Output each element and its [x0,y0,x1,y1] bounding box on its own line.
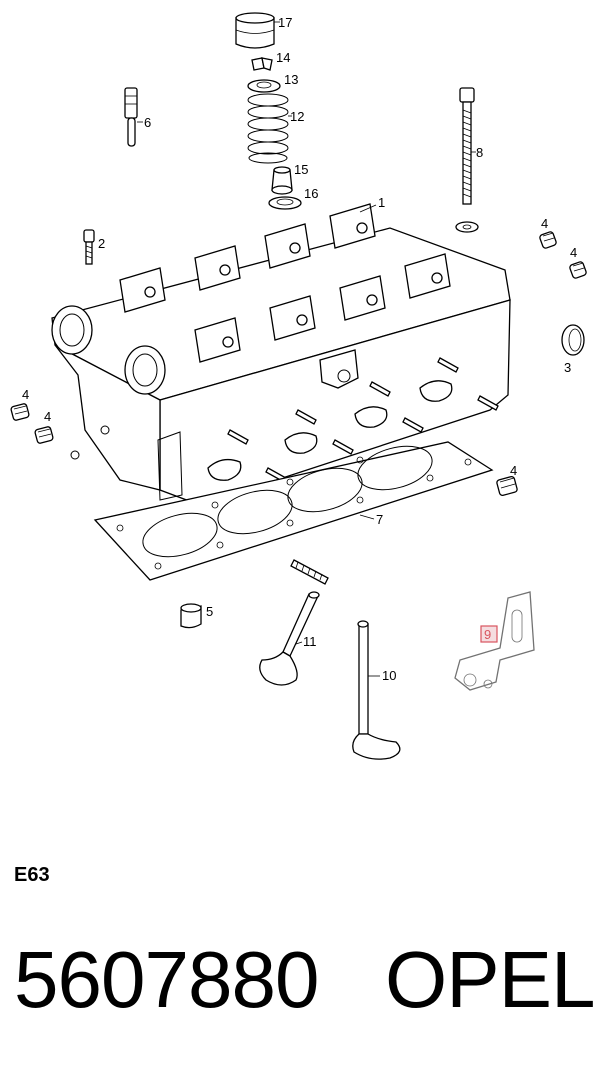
label-6: 6 [144,115,151,130]
label-8: 8 [476,145,483,160]
label-10: 10 [382,668,396,683]
label-13: 13 [284,72,298,87]
part-10-exhaust-valve[interactable] [352,620,401,760]
part-16-spring-seat[interactable] [268,196,302,210]
part-5-dowel[interactable] [180,603,202,629]
part-12-valve-spring[interactable] [247,93,289,164]
label-14: 14 [276,50,290,65]
part-2-bolt[interactable] [83,229,95,265]
part-8-head-bolt[interactable] [455,87,479,233]
section-code: E63 [14,864,50,886]
part-14-keepers[interactable] [251,57,273,71]
label-17: 17 [278,15,292,30]
part-13-retainer[interactable] [247,79,281,93]
part-4-plug-e[interactable] [496,475,518,497]
label-5: 5 [206,604,213,619]
part-11-intake-valve[interactable] [259,591,320,686]
part-1-cylinder-head[interactable] [51,203,511,506]
part-number: 5607880 [14,935,319,1024]
label-11: 11 [303,634,317,649]
part-4-plug-b[interactable] [569,261,587,279]
label-9: 9 [484,627,491,642]
label-16: 16 [304,186,318,201]
part-15-stem-seal[interactable] [271,166,293,195]
part-4-plug-c[interactable] [10,403,30,421]
label-3: 3 [564,360,571,375]
label-1: 1 [378,195,385,210]
highlight-box-9 [480,625,498,643]
label-12: 12 [290,109,304,124]
exploded-parts-diagram: 17 14 13 12 15 16 6 [10,12,587,760]
part-6-sensor[interactable] [124,87,138,147]
label-4c: 4 [22,387,29,402]
label-4b: 4 [570,245,577,260]
stud [290,559,329,585]
label-4d: 4 [44,409,51,424]
brand-name: OPEL [385,935,595,1024]
part-4-plug-d[interactable] [34,426,54,444]
label-2: 2 [98,236,105,251]
part-4-plug-a[interactable] [539,231,557,249]
part-7-head-gasket[interactable] [93,439,494,581]
part-9-bracket[interactable] [454,591,535,691]
label-4a: 4 [541,216,548,231]
part-3-cap[interactable] [561,324,585,356]
label-4e: 4 [510,463,517,478]
label-7: 7 [376,512,383,527]
label-15: 15 [294,162,308,177]
part-17-tappet[interactable] [235,12,275,49]
